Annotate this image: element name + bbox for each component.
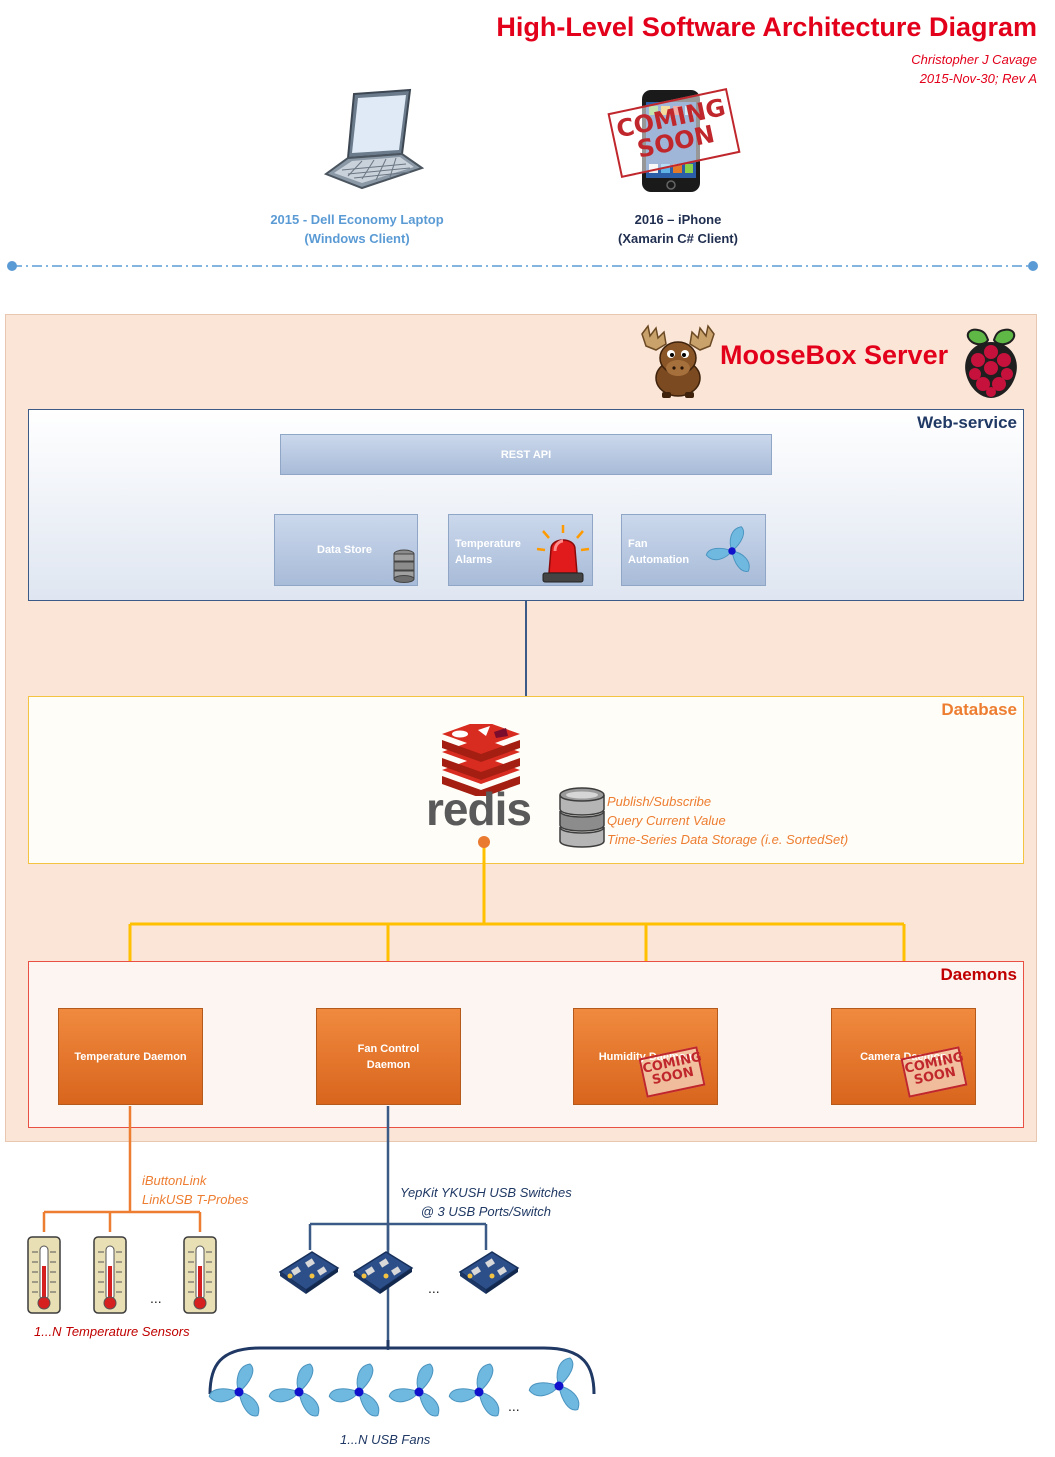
daemons-title: Daemons bbox=[940, 965, 1017, 984]
iphone-client-label: 2016 – iPhone (Xamarin C# Client) bbox=[558, 210, 798, 248]
database-icon bbox=[393, 549, 415, 583]
webservice-title: Web-service bbox=[917, 413, 1017, 432]
laptop-client-line2: (Windows Client) bbox=[304, 231, 410, 246]
fan-automation-line2: Automation bbox=[628, 554, 690, 566]
fan-icon bbox=[705, 526, 750, 572]
revision-date: 2015-Nov-30; Rev A bbox=[919, 71, 1037, 86]
hardware-connectors bbox=[42, 1106, 488, 1350]
usb-fan-icon bbox=[327, 1363, 385, 1419]
redis-feature-timeseries: Time-Series Data Storage (i.e. SortedSet… bbox=[607, 832, 849, 847]
usb-fan-icon bbox=[527, 1357, 585, 1413]
temperature-daemon-label: Temperature Daemon bbox=[74, 1050, 187, 1063]
sensor-link-line2: LinkUSB T-Probes bbox=[142, 1192, 249, 1207]
alarm-siren-icon bbox=[536, 525, 590, 583]
usb-switch-line2: @ 3 USB Ports/Switch bbox=[420, 1204, 551, 1219]
iphone-client-line1: 2016 – iPhone bbox=[634, 212, 722, 227]
fan-control-daemon-box: Fan Control Daemon bbox=[316, 1008, 461, 1105]
temperature-sensors-caption: 1...N Temperature Sensors bbox=[34, 1324, 190, 1339]
fan-control-daemon-line2: Daemon bbox=[366, 1058, 411, 1071]
fan-automation-line1: Fan bbox=[628, 538, 648, 550]
sensor-link-label: iButtonLink LinkUSB T-Probes bbox=[142, 1171, 248, 1209]
redis-logo-icon bbox=[442, 724, 520, 796]
usb-fan-icon bbox=[267, 1363, 325, 1419]
rest-api-box: REST API bbox=[280, 434, 772, 475]
usb-fan-icon bbox=[387, 1363, 445, 1419]
rest-api-label: REST API bbox=[500, 448, 552, 461]
raspberry-pi-icon bbox=[965, 328, 1017, 398]
fan-control-daemon-line1: Fan Control bbox=[357, 1042, 420, 1055]
temperature-alarms-line1: Temperature bbox=[455, 538, 521, 550]
usb-switch-ellipsis: ... bbox=[428, 1280, 440, 1296]
redis-logo-text: redis bbox=[426, 783, 532, 835]
usb-switch-board-icon bbox=[278, 1251, 340, 1294]
redis-feature-pubsub: Publish/Subscribe bbox=[607, 794, 712, 809]
data-store-box: Data Store bbox=[274, 514, 418, 586]
data-store-label: Data Store bbox=[317, 544, 373, 556]
usb-switch-line1: YepKit YKUSH USB Switches bbox=[400, 1185, 572, 1200]
laptop-icon bbox=[323, 88, 424, 190]
thermometer-icon bbox=[27, 1236, 61, 1314]
thermometer-icon bbox=[93, 1236, 127, 1314]
iphone-client-line2: (Xamarin C# Client) bbox=[618, 231, 738, 246]
webservice-database-connector bbox=[525, 600, 527, 698]
usb-fans-caption: 1...N USB Fans bbox=[340, 1432, 431, 1447]
redis-feature-list: Publish/Subscribe Query Current Value Ti… bbox=[607, 792, 848, 849]
usb-fans-bracket bbox=[208, 1340, 596, 1395]
usb-fans-row bbox=[207, 1357, 585, 1419]
redis-feature-query: Query Current Value bbox=[607, 813, 726, 828]
usb-switch-board-icon bbox=[352, 1251, 414, 1294]
sensor-ellipsis: ... bbox=[150, 1290, 162, 1306]
database-stack-icon bbox=[559, 787, 605, 848]
usb-fan-icon bbox=[447, 1363, 505, 1419]
laptop-client-label: 2015 - Dell Economy Laptop (Windows Clie… bbox=[237, 210, 477, 248]
coming-soon-stamp-iphone: COMING SOON bbox=[607, 88, 741, 178]
author-name: Christopher J Cavage bbox=[911, 52, 1037, 67]
usb-switch-label: YepKit YKUSH USB Switches @ 3 USB Ports/… bbox=[400, 1183, 572, 1221]
usb-switch-board-icon bbox=[458, 1251, 520, 1294]
sensor-link-line1: iButtonLink bbox=[142, 1173, 207, 1188]
temperature-alarms-box: Temperature Alarms bbox=[448, 514, 593, 586]
server-title: MooseBox Server bbox=[720, 340, 949, 370]
page-title: High-Level Software Architecture Diagram bbox=[496, 12, 1037, 42]
usb-fan-icon bbox=[207, 1363, 265, 1419]
usb-fans-ellipsis: ... bbox=[508, 1398, 520, 1414]
database-panel: Database bbox=[28, 696, 1024, 864]
temperature-daemon-box: Temperature Daemon bbox=[58, 1008, 203, 1105]
temperature-alarms-line2: Alarms bbox=[455, 554, 493, 566]
author-block: Christopher J Cavage 2015-Nov-30; Rev A bbox=[911, 50, 1037, 88]
thermometer-icon bbox=[183, 1236, 217, 1314]
client-separator-line bbox=[7, 261, 1038, 271]
fan-automation-box: Fan Automation bbox=[621, 514, 766, 586]
database-title: Database bbox=[941, 700, 1017, 719]
moose-icon bbox=[641, 324, 715, 398]
laptop-client-line1: 2015 - Dell Economy Laptop bbox=[270, 212, 444, 227]
